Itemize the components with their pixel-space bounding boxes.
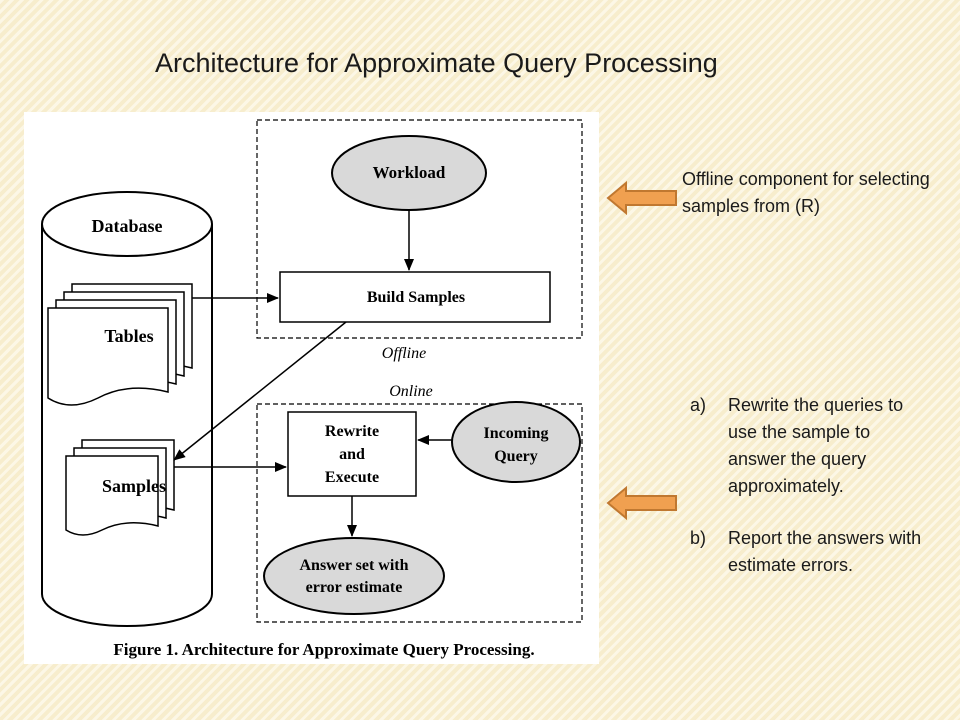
incoming-label-line2: Query [494,448,538,465]
step-a-marker: a) [690,395,707,415]
workload-label: Workload [373,163,446,182]
workload-node: Workload [331,135,487,211]
database-cylinder: Database [41,191,213,627]
step-a-text: Rewrite the queries to use the sample to… [728,395,904,496]
database-label: Database [92,216,163,236]
online-region [256,403,583,623]
build-samples-label: Build Samples [367,289,465,306]
samples-stack: Samples [65,439,175,536]
answer-set-node: Answer set with error estimate [263,537,445,615]
architecture-figure: Database Tables Samples Offline Online W… [24,112,599,664]
incoming-query-node: Incoming Query [451,401,581,483]
step-b-marker: b) [690,528,707,548]
architecture-diagram: Database Tables Samples Offline Online W… [41,119,583,659]
offline-region [256,119,583,339]
rewrite-label-line3: Execute [325,469,379,486]
rewrite-label-line2: and [339,446,365,463]
step-b: b) Report the answers with estimate erro… [690,525,940,579]
online-label: Online [389,383,433,400]
tables-stack: Tables [47,283,193,406]
offline-pointer-arrow-icon [606,180,677,216]
answer-label-line1: Answer set with [299,557,408,574]
figure-caption: Figure 1. Architecture for Approximate Q… [113,640,534,659]
tables-label: Tables [104,326,153,346]
rewrite-label-line1: Rewrite [325,423,379,440]
answer-label-line2: error estimate [306,579,403,596]
step-a: a) Rewrite the queries to use the sample… [690,392,940,500]
step-b-text: Report the answers with estimate errors. [728,528,922,575]
arrow-build-to-samples [173,321,347,461]
build-samples-node: Build Samples [279,271,551,323]
online-pointer-arrow-icon [606,485,677,521]
rewrite-execute-node: Rewrite and Execute [287,411,417,497]
steps-list: a) Rewrite the queries to use the sample… [690,392,940,579]
offline-component-note: Offline component for selecting samples … [682,169,930,216]
incoming-label-line1: Incoming [484,425,549,442]
slide-title: Architecture for Approximate Query Proce… [155,48,718,78]
offline-label: Offline [382,345,426,362]
samples-label: Samples [102,476,166,496]
